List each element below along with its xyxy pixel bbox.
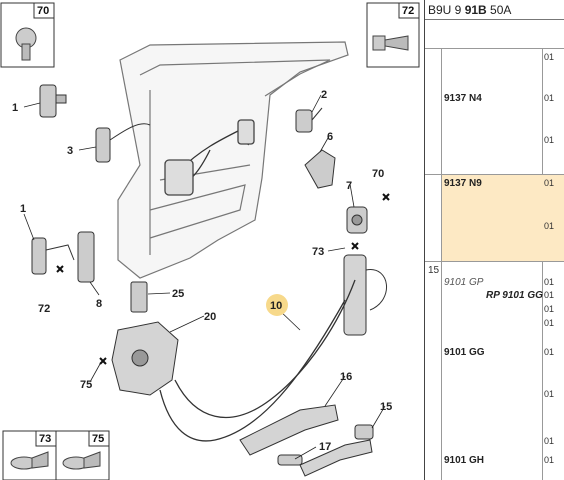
column-divider [542, 48, 543, 480]
qty-value: 01 [544, 318, 555, 328]
row-separator [425, 174, 564, 175]
qty-value: 01 [544, 304, 555, 314]
ref-label: 20 [204, 311, 216, 323]
parts-reference-panel: B9U 9 91B 50A 9137 N4 01 01 01 9137 N9 0… [424, 0, 564, 480]
part-row-highlighted[interactable] [442, 175, 564, 261]
part-15-handle-cover [299, 424, 374, 477]
part-1-hinge-bottom [31, 237, 75, 275]
panel-header: B9U 9 91B 50A [425, 0, 564, 20]
ref-10-highlight [266, 294, 288, 316]
part-code[interactable]: 9101 GG [444, 347, 485, 358]
door-rods [164, 119, 255, 196]
header-prefix: B9U 9 [428, 3, 465, 17]
ref-label: 16 [340, 371, 352, 383]
reference-numbers: 1 2 3 6 7 70 1 73 72 8 25 20 10 75 16 17… [12, 89, 392, 453]
header-suffix: 50A [486, 3, 512, 17]
column-divider [441, 48, 442, 480]
part-10-cable [159, 279, 356, 442]
part-1-hinge-top [39, 84, 67, 118]
part-code[interactable]: 9101 GH [444, 455, 485, 466]
ref-label: 2 [321, 89, 327, 101]
ref-label: 6 [327, 131, 333, 143]
ref-label: 7 [346, 180, 352, 192]
ref-label: 25 [172, 288, 184, 300]
ref-label: 70 [372, 168, 384, 180]
ref-label: 1 [20, 203, 26, 215]
part-20-lock [111, 321, 179, 396]
part-25-clip [130, 281, 148, 313]
header-bold: 91B [464, 3, 487, 17]
inset-73: 73 [2, 430, 57, 480]
qty-value: 01 [544, 178, 555, 188]
ref-label: 75 [80, 379, 92, 391]
qty-value: 01 [544, 389, 555, 399]
inset-70: 70 [0, 2, 55, 68]
ref-label: 15 [380, 401, 392, 413]
svg-text:70: 70 [37, 5, 49, 17]
row-separator [425, 261, 564, 262]
svg-text:72: 72 [402, 5, 414, 17]
part-code[interactable]: 9101 GP [444, 277, 484, 288]
ref-label: 72 [38, 303, 50, 315]
ref-label: 17 [319, 441, 331, 453]
part-code[interactable]: RP 9101 GG [486, 290, 543, 301]
part-17-seal [277, 454, 303, 466]
part-8-bracket [77, 231, 95, 283]
rear-lock-assembly [343, 254, 387, 336]
part-code[interactable]: 9137 N4 [444, 93, 482, 104]
sliding-door [117, 41, 349, 279]
qty-value: 01 [544, 221, 555, 231]
inset-72: 72 [366, 2, 420, 68]
qty-value: 01 [544, 277, 555, 287]
part-7-striker [346, 206, 368, 234]
part-2-guide [295, 107, 323, 133]
panel-header-gap [425, 20, 564, 49]
part-code[interactable]: 9137 N9 [444, 178, 482, 189]
svg-text:73: 73 [39, 433, 51, 445]
svg-text:75: 75 [92, 433, 104, 445]
ref-label: 3 [67, 145, 73, 157]
part-6-roller [304, 149, 336, 189]
qty-value: 01 [544, 455, 555, 465]
ref-label: 10 [270, 300, 282, 312]
qty-value: 01 [544, 135, 555, 145]
qty-value: 01 [544, 52, 555, 62]
ref-label: 1 [12, 102, 18, 114]
part-16-handle [239, 404, 339, 456]
exploded-parts-diagram: 1 2 3 6 7 70 1 73 72 8 25 20 10 75 16 17… [0, 2, 420, 480]
part-row[interactable] [442, 49, 564, 174]
qty-value: 01 [544, 436, 555, 446]
qty-value: 01 [544, 93, 555, 103]
qty-value: 01 [544, 347, 555, 357]
ref-label: 8 [96, 298, 102, 310]
inset-75: 75 [55, 430, 110, 480]
ref-label: 73 [312, 246, 324, 258]
section-number: 15 [428, 265, 440, 276]
part-3-hinge [95, 123, 151, 163]
qty-value: 01 [544, 290, 555, 300]
fastener-markers [56, 193, 390, 365]
